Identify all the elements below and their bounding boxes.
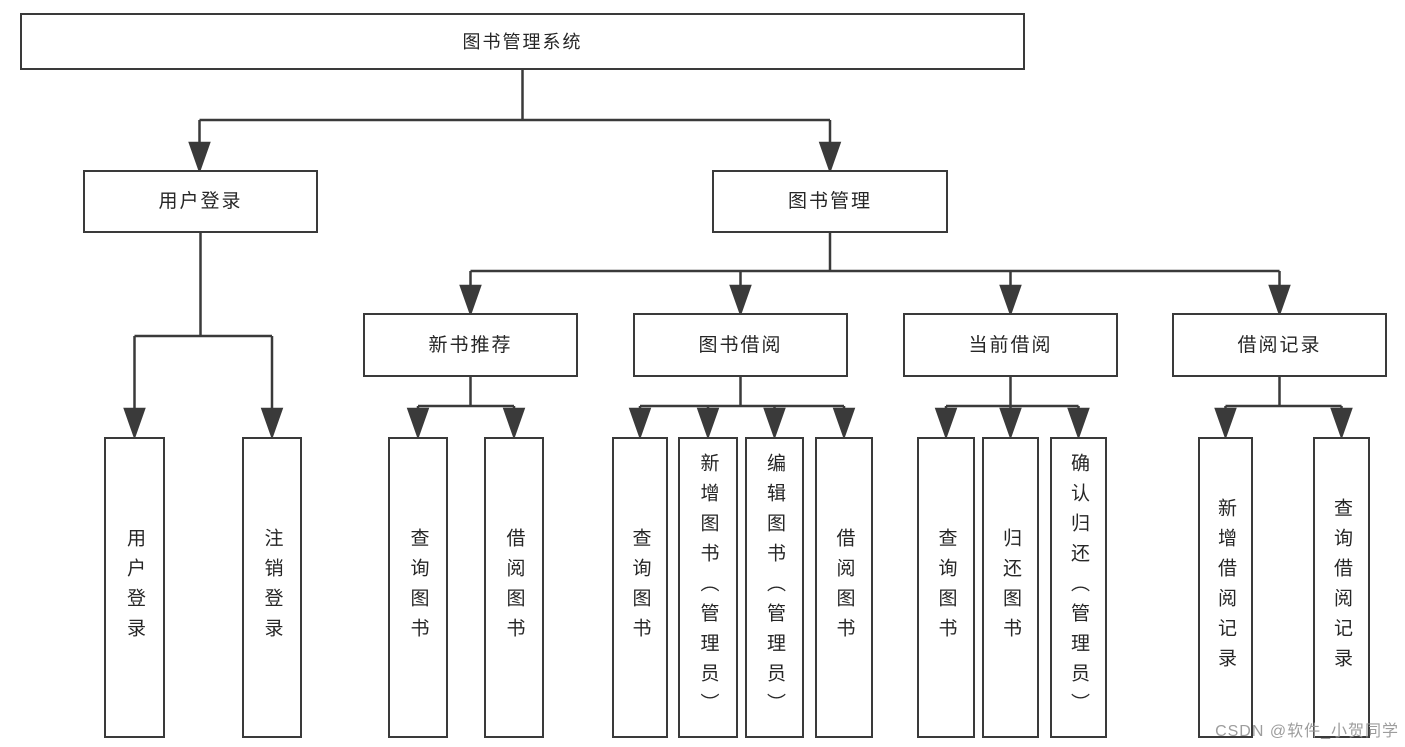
csdn-watermark: CSDN @软件_小贺同学 <box>1215 723 1399 740</box>
leaf-recommend-borrow-books: 借阅图书 <box>484 437 544 738</box>
leaf-recommend-query-books: 查询图书 <box>388 437 448 738</box>
leaf-borrowing-query-books: 查询图书 <box>612 437 668 738</box>
leaf-query-borrow-record-label: 查询借阅记录 <box>1331 497 1352 678</box>
leaf-add-books-admin-label: 新增图书（管理员） <box>697 452 719 723</box>
leaf-confirm-return-admin: 确认归还（管理员） <box>1050 437 1107 738</box>
leaf-recommend-query-books-label: 查询图书 <box>407 527 429 648</box>
leaf-add-borrow-record: 新增借阅记录 <box>1198 437 1253 738</box>
leaf-add-books-admin: 新增图书（管理员） <box>678 437 738 738</box>
leaf-borrow-books-label: 借阅图书 <box>833 527 855 648</box>
leaf-user-login-label: 用户登录 <box>124 527 145 648</box>
leaf-current-query-books: 查询图书 <box>917 437 975 738</box>
leaf-borrowing-query-books-label: 查询图书 <box>629 527 651 648</box>
node-root: 图书管理系统 <box>20 13 1025 70</box>
node-user-login: 用户登录 <box>83 170 318 233</box>
leaf-logout-label: 注销登录 <box>261 527 283 648</box>
node-current-borrowing: 当前借阅 <box>903 313 1118 377</box>
leaf-user-login: 用户登录 <box>104 437 165 738</box>
node-root-label: 图书管理系统 <box>462 31 583 52</box>
node-book-borrowing-label: 图书借阅 <box>698 334 783 356</box>
node-book-management: 图书管理 <box>712 170 948 233</box>
node-book-management-label: 图书管理 <box>787 191 872 212</box>
leaf-edit-books-admin: 编辑图书（管理员） <box>745 437 804 738</box>
node-new-book-recommend: 新书推荐 <box>363 313 578 377</box>
leaf-recommend-borrow-books-label: 借阅图书 <box>503 527 525 648</box>
connector-group <box>123 70 1353 440</box>
leaf-return-books-label: 归还图书 <box>1000 527 1021 648</box>
leaf-return-books: 归还图书 <box>982 437 1039 738</box>
node-borrowing-records-label: 借阅记录 <box>1237 334 1322 356</box>
leaf-borrow-books: 借阅图书 <box>815 437 873 738</box>
leaf-confirm-return-admin-label: 确认归还（管理员） <box>1068 452 1089 723</box>
node-current-borrowing-label: 当前借阅 <box>968 334 1053 356</box>
node-borrowing-records: 借阅记录 <box>1172 313 1387 377</box>
leaf-current-query-books-label: 查询图书 <box>935 527 957 648</box>
leaf-logout: 注销登录 <box>242 437 302 738</box>
node-book-borrowing: 图书借阅 <box>633 313 848 377</box>
leaf-query-borrow-record: 查询借阅记录 <box>1313 437 1370 738</box>
node-new-book-recommend-label: 新书推荐 <box>428 334 513 356</box>
leaf-edit-books-admin-label: 编辑图书（管理员） <box>764 452 785 723</box>
node-user-login-label: 用户登录 <box>158 191 243 212</box>
leaf-add-borrow-record-label: 新增借阅记录 <box>1215 497 1236 678</box>
